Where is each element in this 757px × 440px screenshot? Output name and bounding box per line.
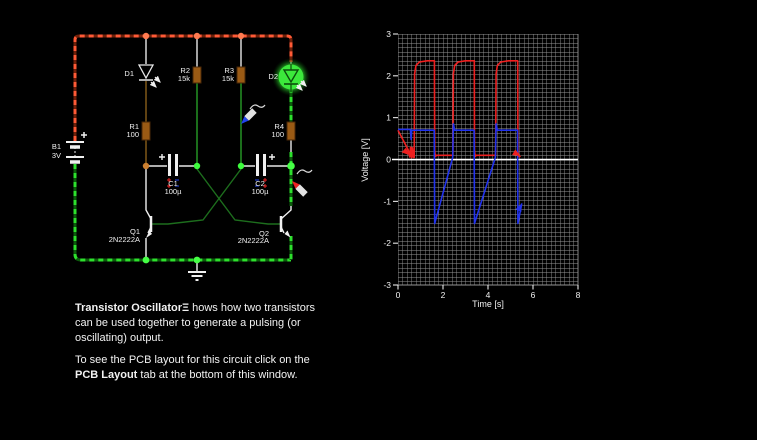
resistor-r3-value: 15k: [222, 74, 234, 83]
resistor-r3-ref: R3: [224, 66, 234, 75]
wire-cross-coupling[interactable]: [152, 168, 281, 225]
y-tick-label: 3: [386, 29, 391, 39]
collector-voltage-red-probe-trace: [397, 59, 521, 159]
capacitor-c1[interactable]: [159, 154, 179, 188]
transistor-q2-value: 2N2222A: [238, 236, 269, 245]
plus-sign-icon: [159, 154, 165, 160]
ground-symbol[interactable]: [188, 260, 206, 281]
capacitor-c1-ref: C1: [168, 179, 178, 188]
y-tick-label: 0: [386, 155, 391, 165]
oscilloscope-graph[interactable]: 3 2 1 0 -1 -2 -3 0 2 4 6 8 Time [s] Voltage [V]: [360, 29, 581, 309]
description-text: Transistor OscillatorΞ hows how two tran…: [75, 301, 333, 390]
y-axis-ticks: 3 2 1 0 -1 -2 -3: [383, 29, 398, 290]
probe-cable: [249, 104, 266, 110]
base-voltage-blue-probe-trace: [398, 123, 523, 225]
pcb-layout-tab-mention: PCB Layout: [75, 369, 138, 381]
trace-cursor-arrows: [401, 147, 522, 213]
circuit-title: Transistor OscillatorΞ: [75, 302, 190, 314]
resistor-r2-ref: R2: [180, 66, 190, 75]
capacitor-c2-value: 100µ: [252, 187, 270, 196]
wire-r2-r3-down[interactable]: [196, 83, 242, 164]
charge-marks: [167, 178, 179, 188]
description-body: To see the PCB layout for this circuit c…: [75, 354, 310, 366]
led-d2-label: D2: [268, 72, 278, 81]
led-d1[interactable]: [137, 64, 161, 88]
light-arrows-icon: [149, 75, 161, 88]
x-tick-label: 0: [396, 290, 401, 300]
description-paragraph-1: Transistor OscillatorΞ hows how two tran…: [75, 301, 333, 346]
description-body: hows how two transistors can be used tog…: [75, 302, 315, 344]
x-axis-ticks: 0 2 4 6 8: [396, 285, 581, 300]
trace-arrow-icon: [512, 149, 521, 157]
wire-stubs[interactable]: [145, 36, 292, 167]
resistor-r4-value: 100: [271, 130, 284, 139]
waveform-traces: [397, 59, 523, 225]
resistor-r1-value: 100: [126, 130, 139, 139]
circuit-canvas: B1 3V D1 D2 R2 15k: [52, 32, 313, 281]
resistor-r2-value: 15k: [178, 74, 190, 83]
transistor-q2-ref: Q2: [259, 229, 269, 238]
description-body: tab at the bottom of this window.: [137, 369, 298, 381]
x-tick-label: 2: [441, 290, 446, 300]
capacitor-c1-value: 100µ: [165, 187, 183, 196]
trace-arrow-icon: [401, 147, 410, 156]
x-tick-label: 6: [531, 290, 536, 300]
x-axis-label: Time [s]: [472, 299, 504, 309]
transistor-q1-value: 2N2222A: [109, 235, 140, 244]
red-voltage-probe[interactable]: [290, 169, 313, 197]
led-d1-label: D1: [124, 69, 134, 78]
transistor-q2[interactable]: [279, 206, 292, 238]
y-tick-label: -2: [383, 238, 391, 248]
plus-sign-icon: [81, 132, 87, 138]
x-tick-label: 8: [576, 290, 581, 300]
x-tick-label: 4: [486, 290, 491, 300]
trace-arrow-icon: [515, 203, 522, 213]
description-paragraph-2: To see the PCB layout for this circuit c…: [75, 353, 333, 383]
wire-positive-rail[interactable]: [73, 34, 293, 141]
battery-b1[interactable]: [66, 132, 87, 164]
light-arrows-icon: [295, 79, 307, 91]
y-axis-label: Voltage [V]: [360, 138, 370, 182]
transistor-q1[interactable]: [145, 166, 153, 258]
junction-dots: [142, 32, 295, 264]
battery-value-label: 3V: [52, 151, 61, 160]
resistor-r2[interactable]: [192, 66, 202, 84]
blue-voltage-probe[interactable]: [239, 104, 266, 126]
wire-ground-rail[interactable]: [73, 88, 293, 262]
resistor-r3[interactable]: [236, 66, 246, 84]
transistor-q1-ref: Q1: [130, 227, 140, 236]
y-tick-label: 2: [386, 71, 391, 81]
y-tick-label: -1: [383, 196, 391, 206]
battery-ref-label: B1: [52, 142, 61, 151]
resistor-r4[interactable]: [286, 121, 296, 141]
probe-cable: [296, 169, 313, 175]
capacitor-c2-ref: C2: [255, 179, 265, 188]
resistor-r4-ref: R4: [274, 122, 284, 131]
resistor-r1[interactable]: [141, 121, 151, 141]
y-tick-label: -3: [383, 280, 391, 290]
led-d2-lit[interactable]: [272, 58, 310, 96]
capacitor-c2[interactable]: [255, 154, 275, 188]
plus-sign-icon: [269, 154, 275, 160]
resistor-r1-ref: R1: [129, 122, 139, 131]
y-tick-label: 1: [386, 113, 391, 123]
charge-marks: [255, 178, 267, 188]
